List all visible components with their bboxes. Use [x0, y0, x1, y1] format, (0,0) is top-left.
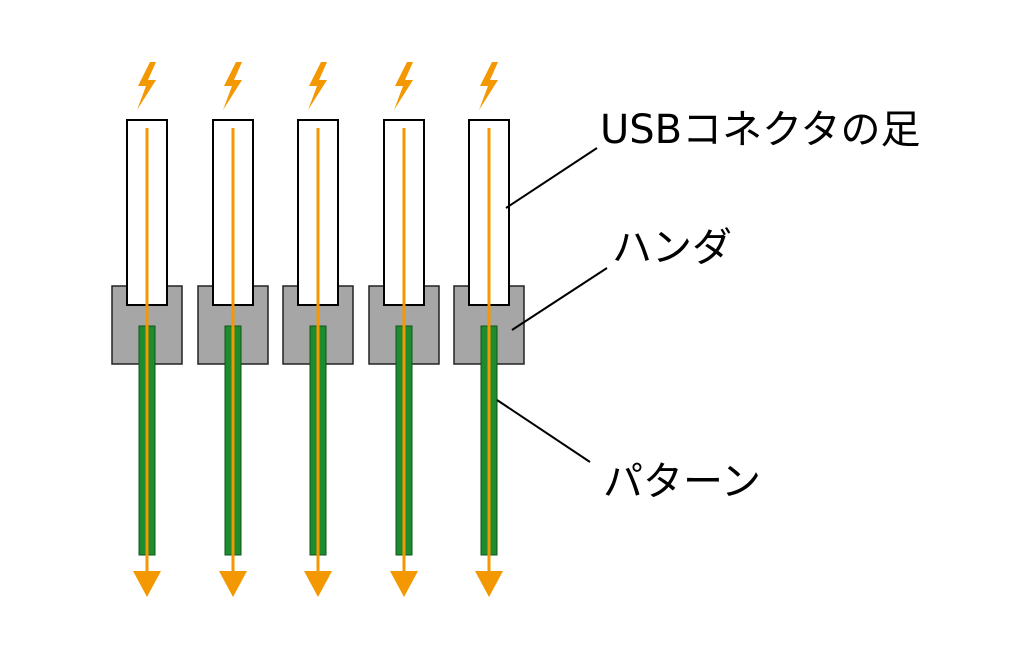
leader-lines	[496, 147, 608, 463]
arrow-down-icon	[133, 571, 161, 597]
arrow-down-icon	[390, 571, 418, 597]
lightning-bolt-icon	[479, 62, 498, 110]
pin-assembly	[197, 62, 269, 597]
leader-line-solder	[511, 267, 608, 331]
pin-assembly	[282, 62, 354, 597]
label-usb-connector-pin: USBコネクタの足	[600, 107, 921, 153]
pin-assembly	[368, 62, 440, 597]
lightning-bolt-icon	[223, 62, 242, 110]
leader-line-pin	[505, 147, 598, 209]
lightning-bolt-icon	[137, 62, 156, 110]
lightning-bolt-icon	[394, 62, 413, 110]
pin-assembly	[453, 62, 525, 597]
arrow-down-icon	[475, 571, 503, 597]
label-solder: ハンダ	[612, 225, 732, 271]
lightning-bolt-icon	[308, 62, 327, 110]
pin-assembly	[111, 62, 183, 597]
leader-line-pattern	[496, 399, 591, 463]
pins-layer	[111, 62, 525, 597]
label-pattern: パターン	[603, 459, 761, 505]
arrow-down-icon	[304, 571, 332, 597]
arrow-down-icon	[219, 571, 247, 597]
